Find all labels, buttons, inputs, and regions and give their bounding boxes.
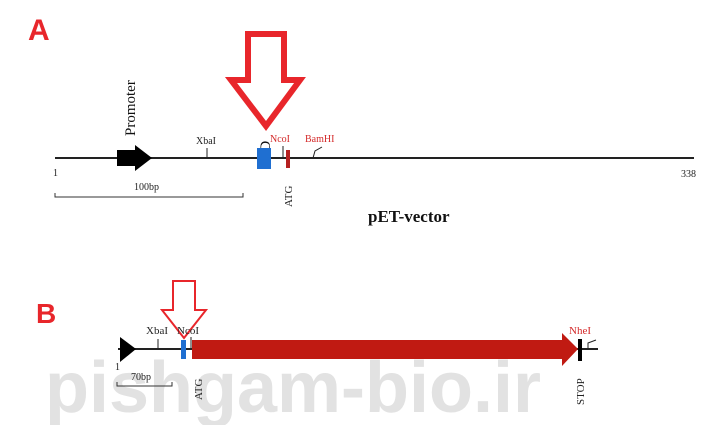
panel-a-label: A [28, 14, 50, 47]
atg-label: ATG [283, 186, 295, 207]
stop-label: STOP [575, 378, 587, 405]
bamhi-label: BamHI [305, 134, 334, 145]
atg-marker [286, 150, 290, 168]
nhei-label: NheI [569, 325, 591, 337]
sd-box [257, 148, 271, 169]
ncoi-label: NcoI [177, 325, 199, 337]
scale-bar [116, 382, 173, 387]
scale-label: 70bp [131, 372, 151, 383]
end-position: 338 [681, 169, 696, 180]
start-position: 1 [115, 362, 120, 373]
start-position: 1 [53, 168, 58, 179]
promoter-arrow-icon [117, 145, 152, 171]
scale-label: 100bp [134, 182, 159, 193]
ncoi-label: NcoI [270, 134, 290, 145]
sd-marker [181, 340, 186, 359]
insert-highlight-arrow-icon [159, 280, 209, 340]
xbai-label: XbaI [196, 136, 216, 147]
xbai-label: XbaI [146, 325, 168, 337]
sd-highlight-arrow-icon [224, 31, 306, 132]
atg-label: ATG [193, 379, 205, 400]
scale-bar [54, 193, 244, 198]
stop-marker [578, 339, 582, 361]
bamhi-tick [312, 146, 323, 159]
promoter-arrow-icon [120, 337, 136, 362]
promoter-label: Promoter [123, 80, 139, 136]
gene-arrow [192, 333, 578, 366]
nhei-tick [587, 339, 597, 349]
vector-title: pET-vector [368, 207, 450, 226]
panel-b-label: B [36, 298, 56, 329]
